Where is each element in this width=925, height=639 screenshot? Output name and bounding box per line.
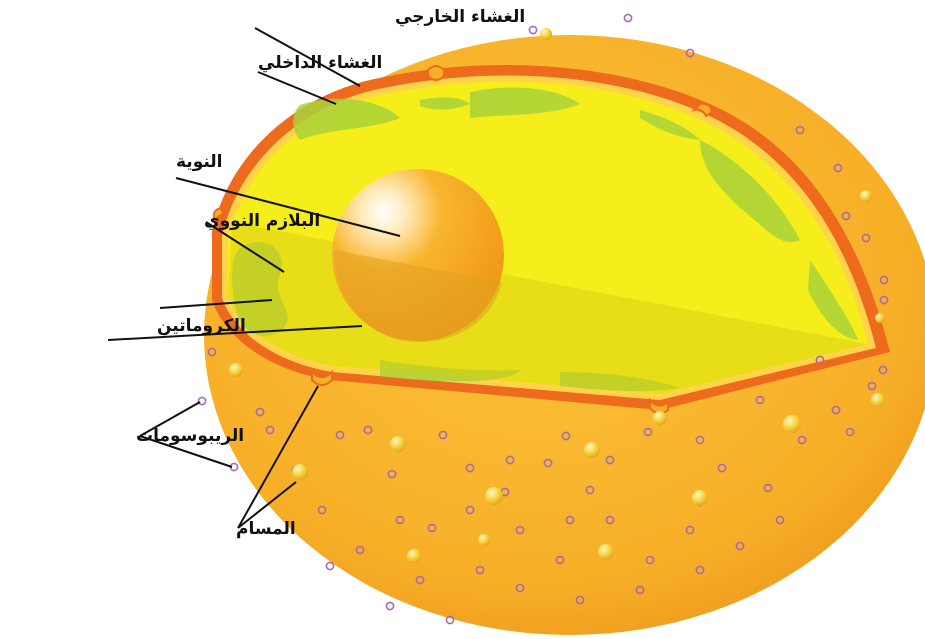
- granule: [540, 28, 552, 40]
- ribosome-dot: [198, 397, 205, 404]
- label-nucleoplasm: البلازم النووي: [204, 211, 320, 231]
- granule: [478, 534, 490, 546]
- label-nucleolus: النوية: [176, 152, 223, 172]
- label-inner-membrane: الغشاء الداخلي: [258, 53, 382, 73]
- granule: [860, 190, 872, 202]
- granule: [229, 363, 243, 377]
- granule: [783, 415, 801, 433]
- ribosome-dot: [529, 26, 536, 33]
- granule: [407, 549, 421, 563]
- ribosome-dot: [624, 14, 631, 21]
- granule: [871, 393, 885, 407]
- granule: [584, 442, 600, 458]
- granule: [653, 411, 667, 425]
- ribosome-dot: [386, 602, 393, 609]
- label-chromatin: الكروماتين: [157, 316, 246, 336]
- label-outer-membrane: الغشاء الخارجي: [395, 7, 525, 27]
- granule: [390, 436, 406, 452]
- granule: [692, 490, 708, 506]
- label-ribosomes: الريبوسومات: [136, 426, 244, 446]
- label-pores: المسام: [236, 519, 296, 539]
- granule: [598, 544, 614, 560]
- granule: [292, 464, 308, 480]
- granule: [485, 487, 503, 505]
- ribosome-dot: [326, 562, 333, 569]
- granule: [875, 313, 885, 323]
